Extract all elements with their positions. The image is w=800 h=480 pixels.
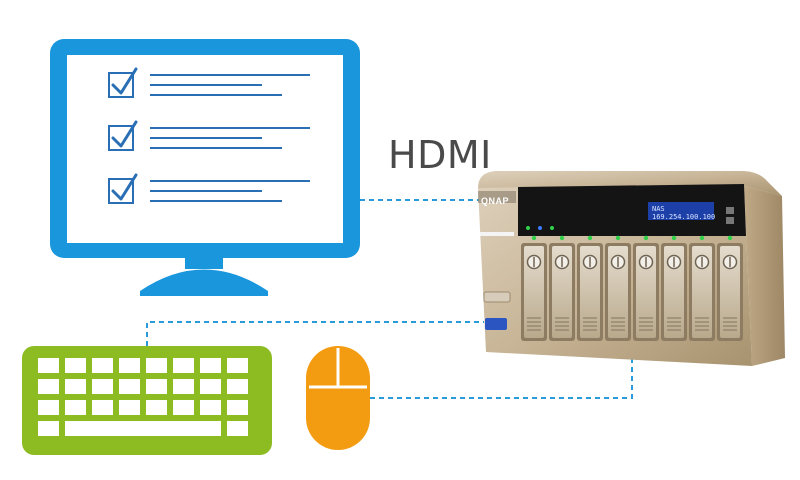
keyboard-key bbox=[227, 358, 248, 373]
drive-tray bbox=[608, 246, 628, 338]
drive-bay bbox=[549, 235, 575, 341]
nas-device-icon bbox=[478, 171, 785, 366]
keyboard-icon bbox=[22, 346, 272, 455]
nas-brand-logo: QNAP bbox=[481, 196, 510, 206]
keyboard-key bbox=[227, 379, 248, 394]
hdmi-label: HDMI bbox=[388, 133, 492, 177]
keyboard-key bbox=[200, 400, 221, 415]
keyboard-key bbox=[173, 358, 194, 373]
connector-lines bbox=[146, 199, 633, 399]
drive-tray bbox=[552, 246, 572, 338]
keyboard-key bbox=[119, 379, 140, 394]
checklist bbox=[108, 67, 310, 204]
drive-bay bbox=[521, 235, 547, 341]
drive-bay bbox=[717, 235, 743, 341]
keyboard-key bbox=[146, 379, 167, 394]
lcd-display: NAS 169.254.100.100 bbox=[652, 205, 715, 221]
checklist-item bbox=[108, 173, 310, 204]
keyboard-key bbox=[38, 379, 59, 394]
bay-led bbox=[615, 235, 621, 241]
drive-tray bbox=[692, 246, 712, 338]
status-led bbox=[550, 226, 554, 230]
keyboard-keys bbox=[38, 358, 248, 436]
keyboard-key bbox=[173, 400, 194, 415]
checkmark-icon bbox=[111, 173, 138, 201]
checklist-item bbox=[108, 67, 310, 98]
monitor-icon bbox=[50, 39, 360, 296]
keyboard-key bbox=[92, 400, 113, 415]
drive-tray bbox=[524, 246, 544, 338]
status-led bbox=[526, 226, 530, 230]
drive-tray bbox=[720, 246, 740, 338]
drive-tray bbox=[636, 246, 656, 338]
bay-led bbox=[643, 235, 649, 241]
keyboard-cable-line bbox=[146, 321, 484, 346]
keyboard-key bbox=[227, 400, 248, 415]
checkbox-icon bbox=[108, 72, 134, 98]
checkmark-icon bbox=[111, 120, 138, 148]
keyboard-key bbox=[146, 358, 167, 373]
checkbox-icon bbox=[108, 125, 134, 151]
bay-led bbox=[727, 235, 733, 241]
keyboard-key bbox=[146, 400, 167, 415]
keyboard-key bbox=[200, 358, 221, 373]
mouse-icon bbox=[306, 346, 370, 450]
status-leds bbox=[526, 226, 554, 230]
checkbox-icon bbox=[108, 178, 134, 204]
keyboard-key bbox=[200, 379, 221, 394]
keyboard-key bbox=[227, 421, 248, 436]
keyboard-key bbox=[38, 421, 59, 436]
bay-led bbox=[531, 235, 537, 241]
drive-tray bbox=[664, 246, 684, 338]
keyboard-spacebar bbox=[65, 421, 221, 436]
drive-bay bbox=[577, 235, 603, 341]
bay-led bbox=[559, 235, 565, 241]
keyboard-key bbox=[38, 358, 59, 373]
keyboard-key bbox=[65, 358, 86, 373]
keyboard-key bbox=[92, 358, 113, 373]
lcd-line-1: NAS bbox=[652, 205, 665, 213]
status-led bbox=[538, 226, 542, 230]
drive-bay bbox=[689, 235, 715, 341]
drive-bay bbox=[661, 235, 687, 341]
drive-bay bbox=[633, 235, 659, 341]
lcd-line-2: 169.254.100.100 bbox=[652, 213, 716, 221]
bay-led bbox=[699, 235, 705, 241]
drive-tray bbox=[580, 246, 600, 338]
checkmark-icon bbox=[111, 67, 138, 95]
drive-bays bbox=[521, 235, 743, 341]
keyboard-key bbox=[92, 379, 113, 394]
bay-led bbox=[587, 235, 593, 241]
keyboard-key bbox=[38, 400, 59, 415]
mouse-cable-line bbox=[370, 354, 633, 399]
bay-led bbox=[671, 235, 677, 241]
checklist-item bbox=[108, 120, 310, 151]
keyboard-key bbox=[119, 358, 140, 373]
keyboard-key bbox=[65, 379, 86, 394]
drive-bay bbox=[605, 235, 631, 341]
keyboard-key bbox=[65, 400, 86, 415]
keyboard-key bbox=[119, 400, 140, 415]
keyboard-key bbox=[173, 379, 194, 394]
